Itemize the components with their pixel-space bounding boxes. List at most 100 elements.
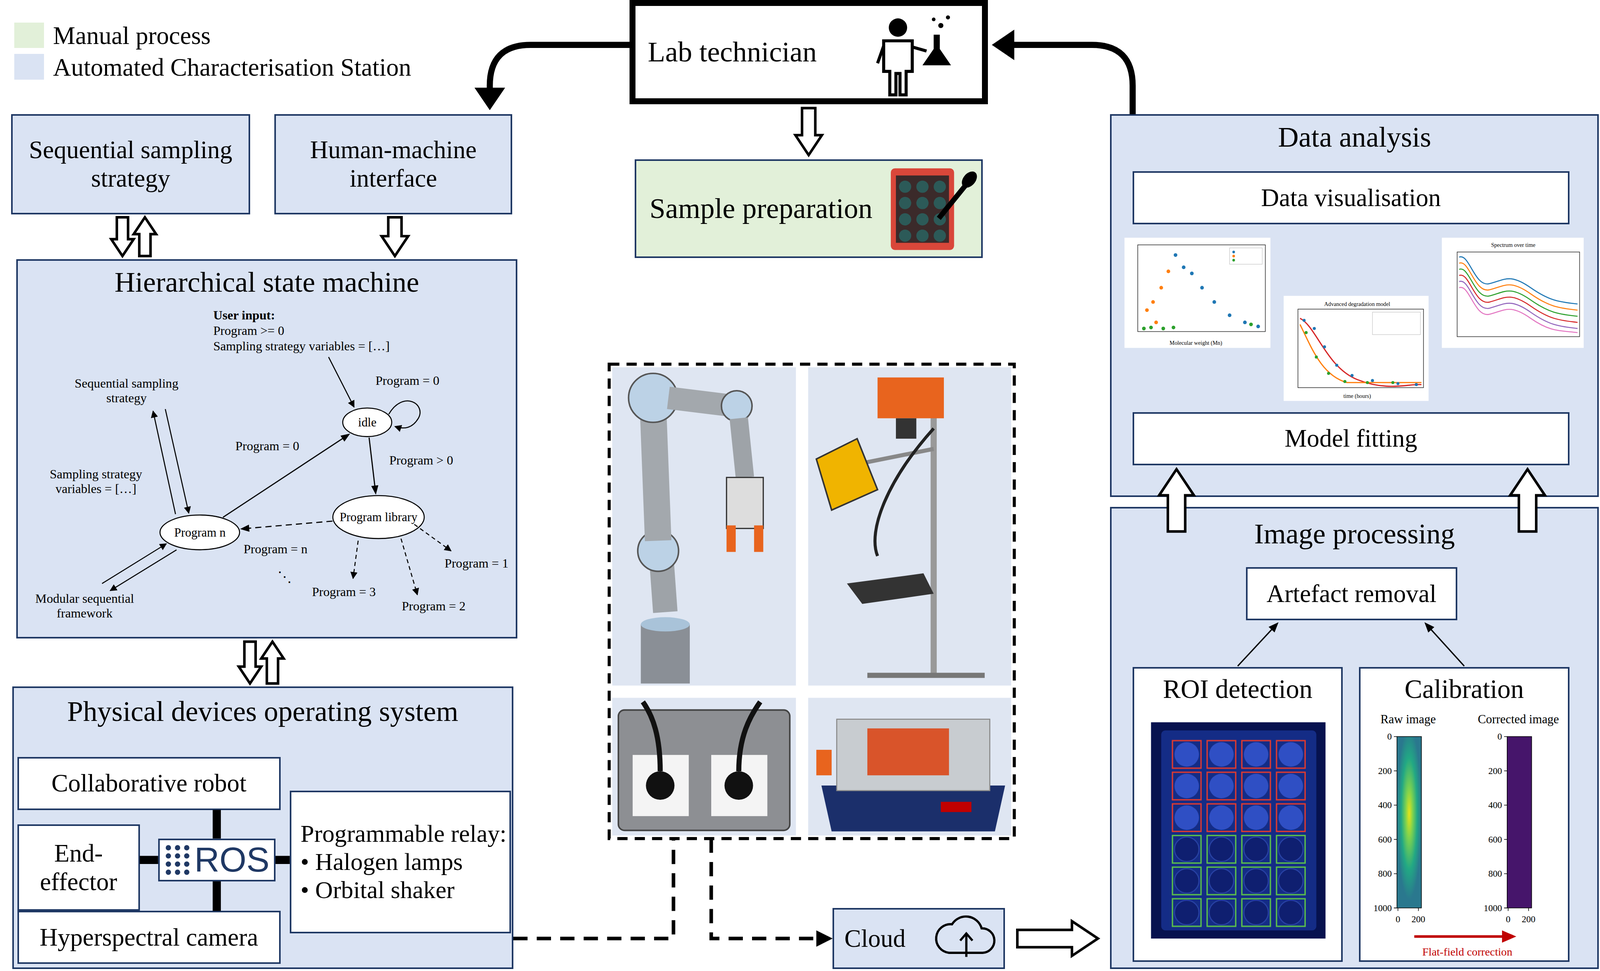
cloud-icon-part bbox=[965, 934, 968, 958]
state-arrows bbox=[101, 357, 451, 596]
tick-label: 200 bbox=[1488, 765, 1503, 777]
tick-label: 600 bbox=[1488, 834, 1503, 846]
device-photos bbox=[609, 364, 1015, 839]
spectrum-chart-part bbox=[1441, 237, 1584, 349]
tick-label: 200 bbox=[1377, 765, 1392, 777]
tick-label: 1000 bbox=[1483, 903, 1503, 914]
block-arrow bbox=[795, 108, 822, 156]
bus-line bbox=[275, 855, 290, 865]
ros-dots-part bbox=[174, 869, 180, 875]
well-plate-icon-part bbox=[899, 180, 946, 242]
ellipse-shape bbox=[342, 407, 393, 437]
device-photos-part bbox=[857, 449, 934, 465]
technician-icon-part bbox=[888, 18, 908, 37]
technician-icon-part bbox=[883, 40, 913, 95]
degradation-chart-part-part bbox=[1335, 363, 1339, 368]
ros-dots-part bbox=[165, 861, 171, 867]
scatter-chart-part bbox=[1124, 237, 1271, 349]
device-photos-part bbox=[874, 428, 934, 557]
roi-image-part bbox=[1150, 722, 1326, 939]
degradation-chart-part-part bbox=[1304, 331, 1308, 335]
device-photos-part bbox=[836, 719, 990, 791]
state-arrows-part bbox=[328, 357, 355, 408]
block-arrow bbox=[111, 217, 134, 257]
state-arrows-part bbox=[110, 549, 177, 591]
spectrum-chart-part bbox=[1459, 262, 1578, 311]
well-plate-icon-part-part bbox=[916, 213, 929, 226]
ros-dots-part bbox=[174, 853, 180, 859]
transition-label: Program = 1 bbox=[444, 555, 509, 571]
transition-label: Program = 0 bbox=[233, 438, 301, 454]
tick-label: 400 bbox=[1377, 800, 1392, 811]
technician-icon-part bbox=[912, 46, 927, 51]
node-text: • Halogen lamps bbox=[300, 847, 463, 877]
scatter-chart-part-part bbox=[1161, 326, 1166, 331]
scatter-chart-part bbox=[1229, 248, 1263, 265]
degradation-chart-part bbox=[1299, 324, 1422, 383]
connector bbox=[239, 521, 333, 533]
well-plate-icon-part bbox=[938, 185, 966, 219]
device-photos-part bbox=[640, 624, 690, 684]
node-text: End-effector bbox=[22, 839, 134, 897]
ellipse-shape bbox=[160, 515, 240, 551]
scatter-chart bbox=[1124, 237, 1271, 349]
spectrum-chart-part bbox=[1457, 252, 1580, 337]
scatter-chart-part bbox=[1145, 269, 1171, 325]
block-arrow bbox=[1017, 921, 1098, 957]
device-photos-part bbox=[612, 367, 796, 686]
node-text: Human-machine interface bbox=[280, 135, 507, 194]
node-text: ROI detection bbox=[1163, 673, 1313, 705]
scatter-chart-part bbox=[1142, 322, 1254, 331]
legend-swatch bbox=[14, 22, 45, 48]
connector-line bbox=[1237, 629, 1273, 667]
calibration-images-part bbox=[1507, 736, 1532, 908]
degradation-chart-part-part bbox=[1326, 371, 1331, 376]
legend-text: Automated Characterisation Station bbox=[53, 53, 412, 83]
degradation-chart-part bbox=[1283, 295, 1429, 401]
connector bbox=[275, 859, 290, 861]
ros-dots-part bbox=[165, 869, 171, 875]
state-note: Sampling strategy variables = […] bbox=[213, 338, 390, 354]
axis-label: Molecular weight (Mn) bbox=[1169, 339, 1223, 347]
chart-title: Spectrum over time bbox=[1490, 241, 1536, 249]
node-text: Hierarchical state machine bbox=[114, 266, 420, 299]
image-title: Corrected image bbox=[1477, 712, 1560, 727]
arrow-head bbox=[371, 485, 379, 495]
scatter-chart-part-part bbox=[1171, 325, 1176, 330]
tick-label: 0 bbox=[1497, 731, 1503, 743]
device-photos-part bbox=[846, 573, 934, 605]
device-box: End-effector bbox=[17, 824, 140, 912]
node-text: Sequential sampling strategy bbox=[17, 135, 245, 194]
connector bbox=[369, 437, 379, 495]
connector bbox=[1159, 469, 1195, 532]
node-text: Model fitting bbox=[1284, 424, 1418, 454]
ros-dots-part bbox=[165, 845, 171, 851]
ros-dots-part bbox=[183, 869, 190, 875]
roi-image-part bbox=[1161, 730, 1317, 931]
scatter-chart-part bbox=[1173, 253, 1261, 329]
module-box: Human-machine interface bbox=[274, 114, 513, 215]
arrow-head bbox=[474, 87, 506, 111]
scatter-chart-part-part bbox=[1149, 325, 1153, 330]
node-text: Programmable relay: bbox=[300, 819, 507, 848]
cloud-icon bbox=[935, 916, 995, 958]
ros-dots bbox=[165, 845, 190, 875]
state-note: Sampling strategy variables = […] bbox=[34, 466, 158, 497]
tick-label: 800 bbox=[1488, 868, 1503, 880]
ellipse-shape bbox=[333, 495, 425, 539]
state-arrows-part bbox=[388, 401, 421, 429]
state-ellipse: idle bbox=[341, 407, 393, 438]
device-box: Programmable relay:• Halogen lamps• Orbi… bbox=[289, 790, 512, 934]
degradation-chart-part-part bbox=[1343, 380, 1347, 384]
degradation-chart-part-part bbox=[1322, 345, 1327, 349]
degradation-chart-part-part bbox=[1370, 378, 1375, 383]
connector-line bbox=[222, 438, 343, 518]
technician-icon bbox=[877, 15, 952, 96]
degradation-chart-part bbox=[1297, 309, 1424, 388]
node-text: Program n bbox=[174, 525, 226, 540]
chart-title: Advanced degradation model bbox=[1324, 300, 1390, 308]
cloud-icon-part bbox=[960, 933, 973, 941]
state-ellipse: Program library bbox=[331, 494, 426, 540]
roi-image bbox=[1150, 722, 1326, 939]
connector bbox=[1017, 921, 1098, 957]
